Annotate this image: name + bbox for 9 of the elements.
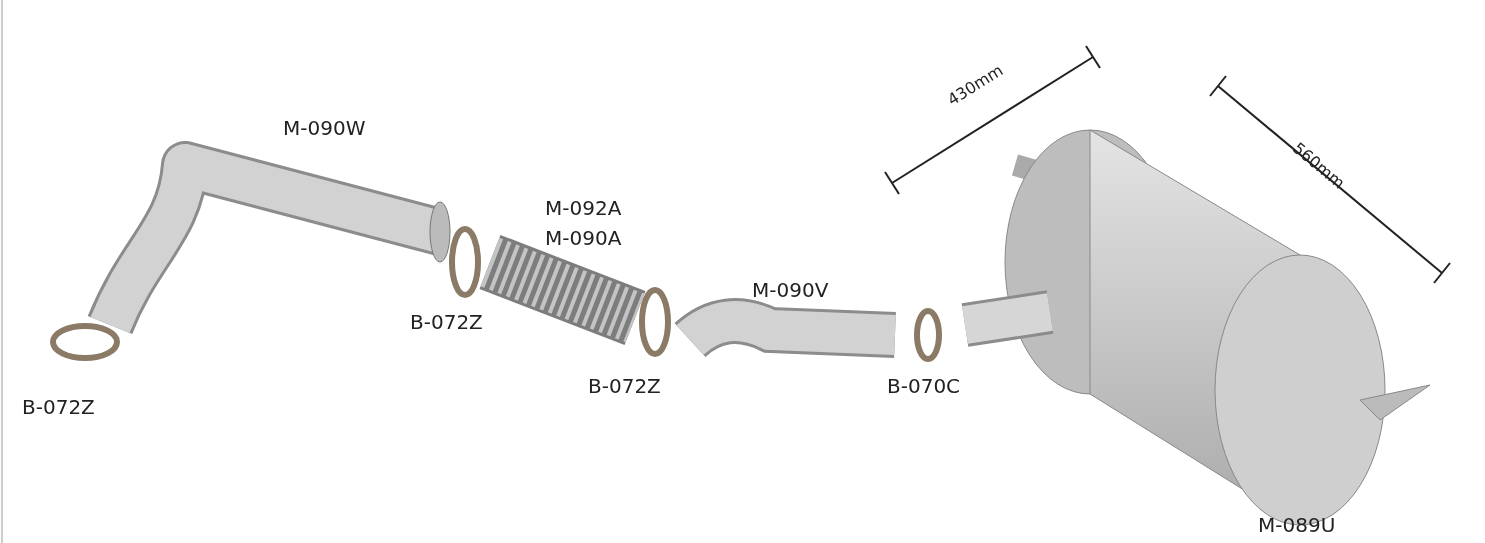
part-number: M-090A: [545, 228, 622, 248]
part-number: B-070C: [887, 376, 961, 396]
part-number: M-089U: [1258, 515, 1336, 535]
part-number: B-072Z: [22, 397, 95, 417]
part-number: B-072Z: [410, 312, 483, 332]
part-number: B-072Z: [588, 376, 661, 396]
part-number: M-090W: [283, 118, 366, 138]
part-number: M-090V: [752, 280, 829, 300]
part-number: M-092A: [545, 198, 622, 218]
